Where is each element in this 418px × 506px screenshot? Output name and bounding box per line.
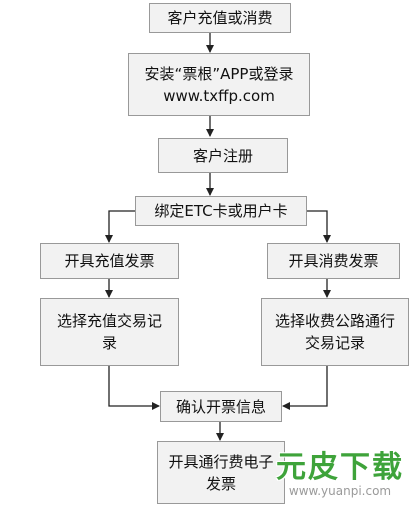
node-select-toll-record: 选择收费公路通行交易记录 [261, 298, 409, 366]
node-issue-toll-e-invoice-label: 开具通行费电子发票 [168, 452, 274, 493]
watermark-url: www.yuanpi.com [288, 484, 392, 498]
node-issue-recharge-invoice: 开具充值发票 [40, 243, 179, 279]
watermark-brand: 元皮下载 [276, 450, 404, 485]
node-confirm-invoice-info: 确认开票信息 [160, 391, 282, 422]
arrow-toll-record-to-confirm [282, 366, 328, 410]
node-select-recharge-record: 选择充值交易记录 [40, 298, 179, 366]
node-install-app: 安装“票根”APP或登录www.txffp.com [128, 53, 310, 116]
node-issue-toll-e-invoice: 开具通行费电子发票 [157, 441, 285, 504]
node-bind-card: 绑定ETC卡或用户卡 [135, 196, 307, 226]
node-bind-card-label: 绑定ETC卡或用户卡 [154, 202, 288, 220]
node-register-label: 客户注册 [192, 146, 253, 165]
node-issue-consumption-invoice-label: 开具消费发票 [288, 252, 379, 270]
arrow-recharge-record-to-confirm [108, 366, 160, 410]
node-install-app-label: 安装“票根”APP或登录www.txffp.com [144, 64, 294, 105]
node-issue-consumption-invoice: 开具消费发票 [267, 243, 400, 279]
node-select-toll-record-label: 选择收费公路通行交易记录 [274, 312, 395, 352]
node-customer-action: 客户充值或消费 [149, 3, 291, 33]
arrow-bind-to-recharge-invoice [105, 210, 135, 243]
node-register: 客户注册 [158, 138, 288, 173]
node-select-recharge-record-label: 选择充值交易记录 [56, 312, 162, 352]
watermark: 元皮下载 www.yuanpi.com [262, 440, 418, 506]
arrow-bind-to-consumption-invoice [307, 210, 331, 243]
node-confirm-invoice-info-label: 确认开票信息 [175, 397, 266, 416]
node-customer-action-label: 客户充值或消费 [167, 9, 273, 27]
node-issue-recharge-invoice-label: 开具充值发票 [64, 252, 155, 270]
